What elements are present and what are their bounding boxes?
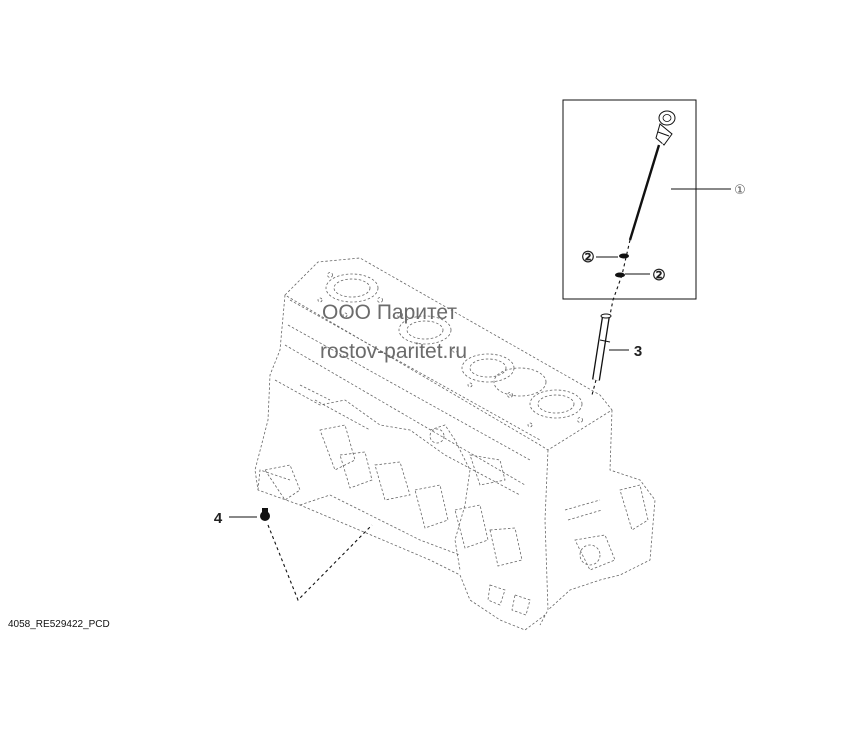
dipstick-tube [591, 313, 612, 396]
engine-block-drawing [254, 257, 656, 631]
callout-2-lower: ② [652, 267, 665, 284]
callout-3: 3 [634, 343, 642, 360]
watermark-url: rostov-paritet.ru [320, 340, 467, 363]
dipstick-blade [628, 144, 661, 241]
callout-1: ① [734, 183, 746, 198]
dipstick-handle [655, 110, 676, 146]
o-ring-lower [615, 272, 625, 278]
figure-code: 4058_RE529422_PCD [8, 619, 110, 630]
o-ring-upper [619, 253, 629, 259]
callout-2-upper: ② [581, 249, 594, 266]
cylinder-bores [325, 273, 583, 419]
inset-frame [562, 99, 697, 300]
dipstick-inset [562, 99, 731, 316]
plug-part-4 [260, 508, 373, 601]
callout-4: 4 [214, 510, 223, 527]
watermark-company: ООО Паритет [322, 301, 457, 324]
